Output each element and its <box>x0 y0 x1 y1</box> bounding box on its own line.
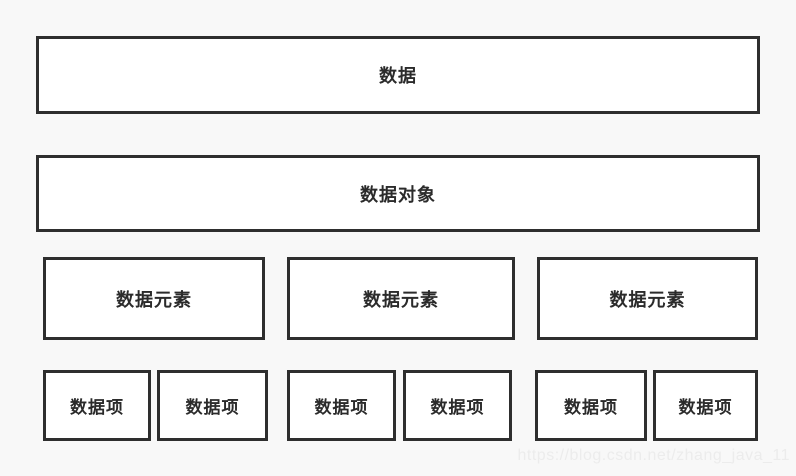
box-data-item-2: 数据项 <box>157 370 268 441</box>
box-data-element-2: 数据元素 <box>287 257 515 340</box>
box-data-item-1: 数据项 <box>43 370 151 441</box>
box-data: 数据 <box>36 36 760 114</box>
box-data-item-5: 数据项 <box>535 370 647 441</box>
watermark-url: https://blog.csdn.net/zhang_java_11 <box>517 447 790 464</box>
box-data-item-4: 数据项 <box>403 370 512 441</box>
box-data-object: 数据对象 <box>36 155 760 232</box>
box-data-item-6: 数据项 <box>653 370 758 441</box>
box-data-element-1: 数据元素 <box>43 257 265 340</box>
box-data-element-3: 数据元素 <box>537 257 758 340</box>
box-data-item-3: 数据项 <box>287 370 396 441</box>
